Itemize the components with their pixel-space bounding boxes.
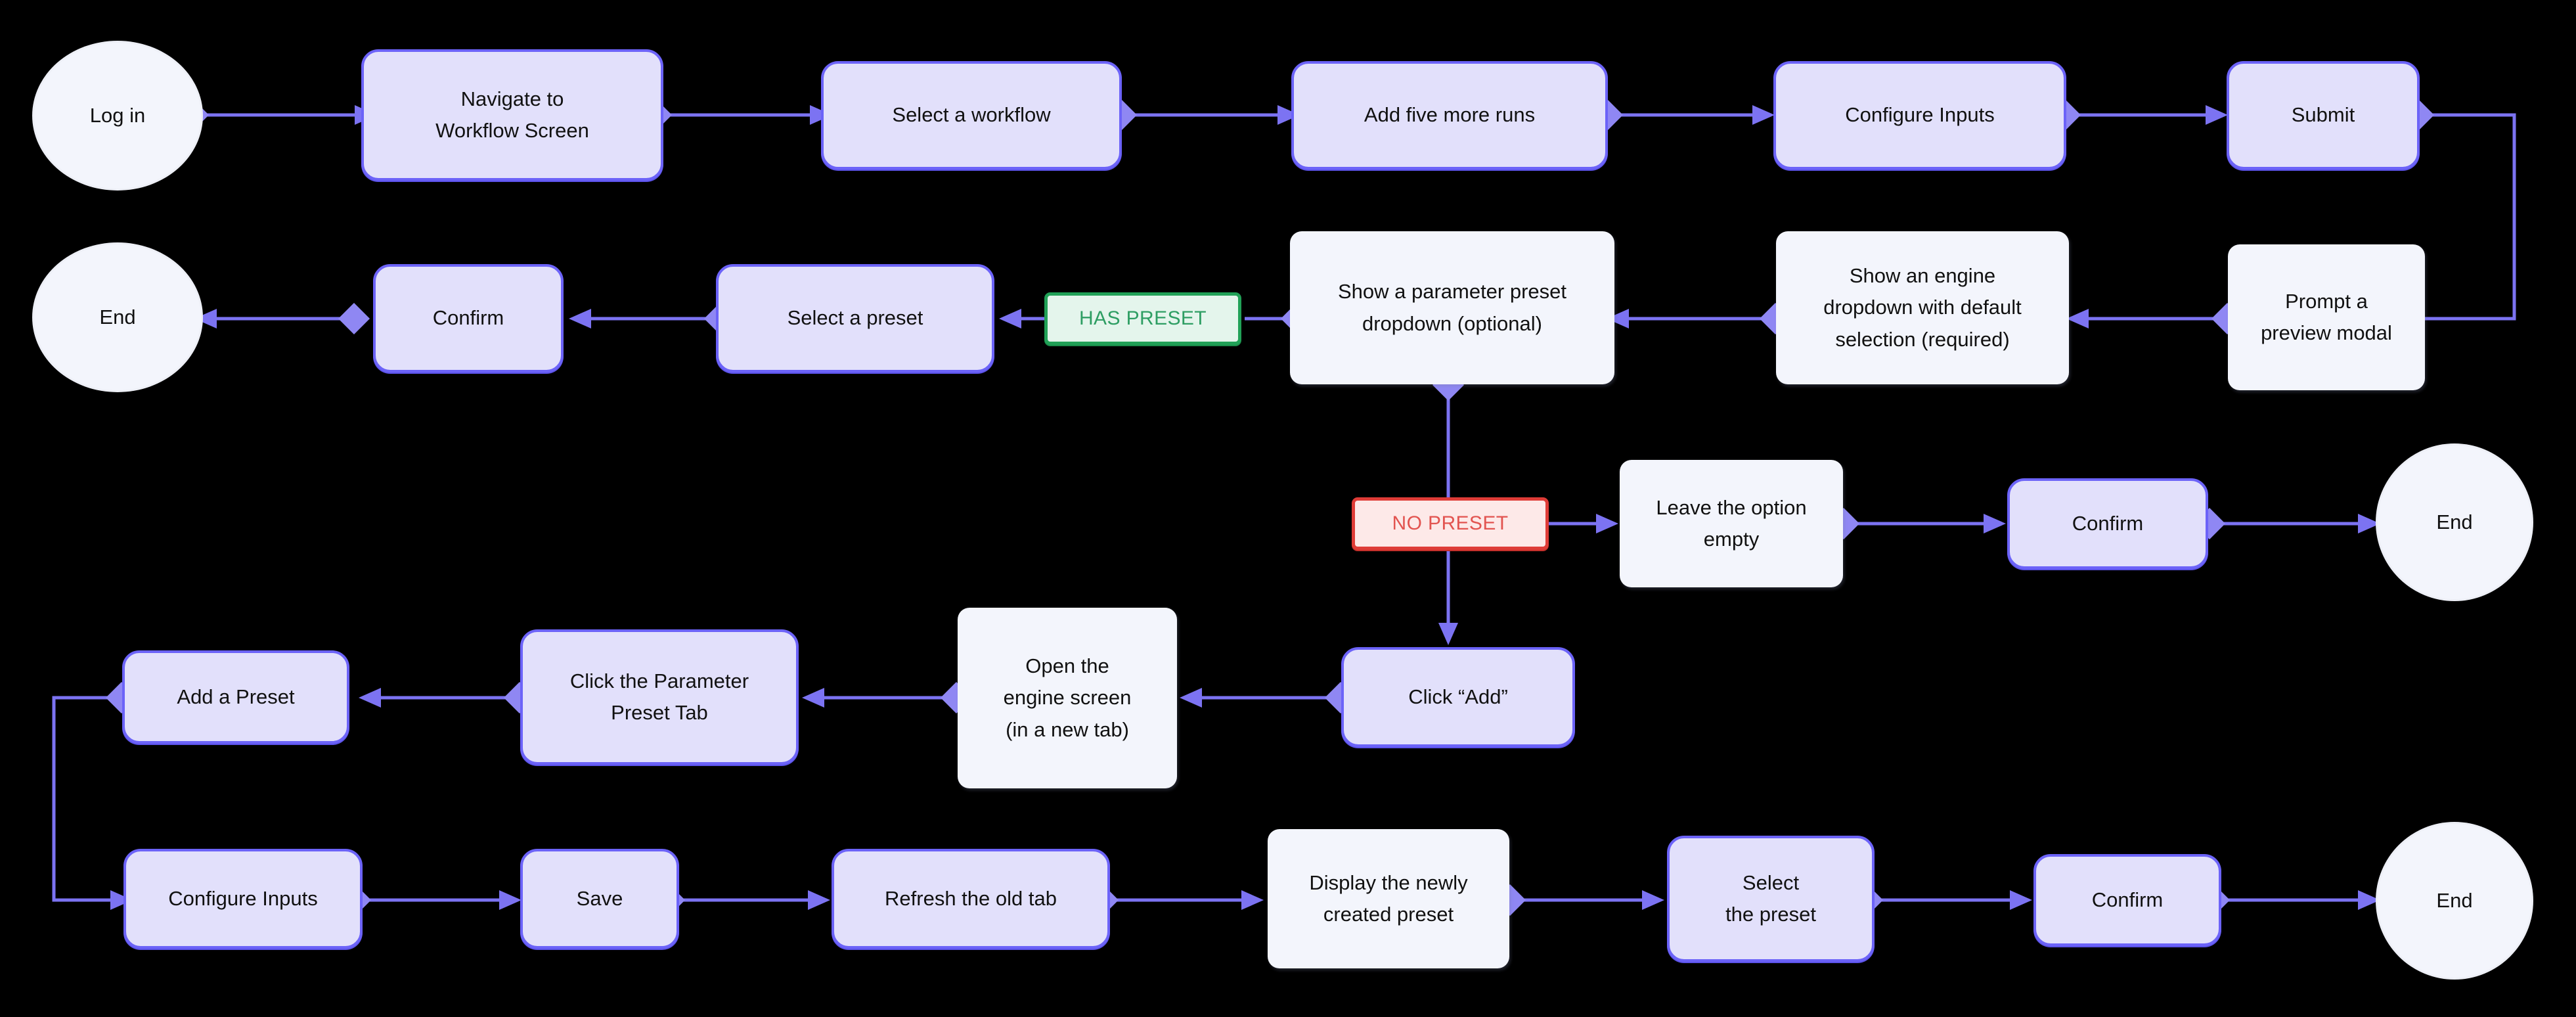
node-select-a-workflow[interactable]: Select a workflow bbox=[821, 61, 1122, 170]
edge-nopreset-leaveempty bbox=[1547, 514, 1618, 533]
node-end-2[interactable]: End bbox=[2378, 445, 2531, 599]
edge-previewmodal-showenginedd bbox=[2066, 303, 2243, 334]
edge-selectthepreset-confirm3 bbox=[1852, 884, 2032, 916]
edge-login-navigate bbox=[177, 99, 377, 131]
edge-save-refreshtab bbox=[654, 884, 830, 916]
edge-confirm3-end3 bbox=[2198, 884, 2380, 916]
node-submit[interactable]: Submit bbox=[2227, 61, 2420, 170]
node-confirm-2[interactable]: Confirm bbox=[2007, 478, 2208, 569]
edge-navigate-selectworkflow bbox=[640, 99, 832, 131]
node-click-parameter-preset-tab[interactable]: Click the Parameter Preset Tab bbox=[520, 629, 799, 765]
edge-leaveempty-confirm2 bbox=[1828, 508, 2006, 539]
edge-addruns-configinputs bbox=[1591, 99, 1775, 131]
edge-selectpreset-confirm1 bbox=[569, 303, 736, 334]
node-navigate-to-workflow-screen[interactable]: Navigate to Workflow Screen bbox=[361, 49, 663, 181]
node-confirm-3[interactable]: Confirm bbox=[2033, 854, 2221, 946]
edge-selectworkflow-addruns bbox=[1105, 99, 1300, 131]
edge-refreshtab-displaypreset bbox=[1087, 884, 1264, 916]
node-show-parameter-preset-dropdown: Show a parameter preset dropdown (option… bbox=[1290, 231, 1614, 384]
badge-has-preset: HAS PRESET bbox=[1044, 292, 1241, 345]
node-refresh-old-tab[interactable]: Refresh the old tab bbox=[832, 849, 1110, 949]
node-configure-inputs-2[interactable]: Configure Inputs bbox=[123, 849, 363, 949]
node-leave-option-empty: Leave the option empty bbox=[1620, 460, 1843, 587]
node-add-five-more-runs[interactable]: Add five more runs bbox=[1291, 61, 1608, 170]
node-configure-inputs-1[interactable]: Configure Inputs bbox=[1773, 61, 2066, 170]
edge-confirm2-end2 bbox=[2194, 508, 2380, 539]
edge-configinputs2-save bbox=[340, 884, 522, 916]
node-show-engine-dropdown: Show an engine dropdown with default sel… bbox=[1776, 231, 2069, 384]
node-prompt-preview-modal: Prompt a preview modal bbox=[2228, 244, 2425, 390]
edge-clickadd-openengine bbox=[1180, 682, 1356, 713]
node-click-add[interactable]: Click “Add” bbox=[1341, 647, 1575, 747]
edge-configinputs-submit bbox=[2049, 99, 2228, 131]
node-select-the-preset[interactable]: Select the preset bbox=[1667, 836, 1875, 962]
node-save[interactable]: Save bbox=[520, 849, 679, 949]
node-end-1[interactable]: End bbox=[34, 244, 201, 390]
node-confirm-1[interactable]: Confirm bbox=[373, 264, 564, 373]
node-display-newly-created-preset: Display the newly created preset bbox=[1268, 829, 1509, 968]
node-open-engine-screen: Open the engine screen (in a new tab) bbox=[958, 608, 1177, 788]
edge-confirm1-end1 bbox=[194, 303, 370, 334]
badge-no-preset: NO PRESET bbox=[1352, 497, 1549, 550]
node-end-3[interactable]: End bbox=[2378, 824, 2531, 978]
node-login[interactable]: Log in bbox=[34, 43, 201, 189]
node-add-a-preset[interactable]: Add a Preset bbox=[122, 650, 349, 744]
edge-openengine-clickpresettab bbox=[802, 682, 972, 713]
edge-displaypreset-selectthepreset bbox=[1494, 884, 1664, 916]
edge-clickpresettab-addpreset bbox=[359, 682, 535, 713]
node-select-a-preset[interactable]: Select a preset bbox=[716, 264, 994, 373]
edge-showenginedd-showpresetdd bbox=[1607, 303, 1791, 334]
